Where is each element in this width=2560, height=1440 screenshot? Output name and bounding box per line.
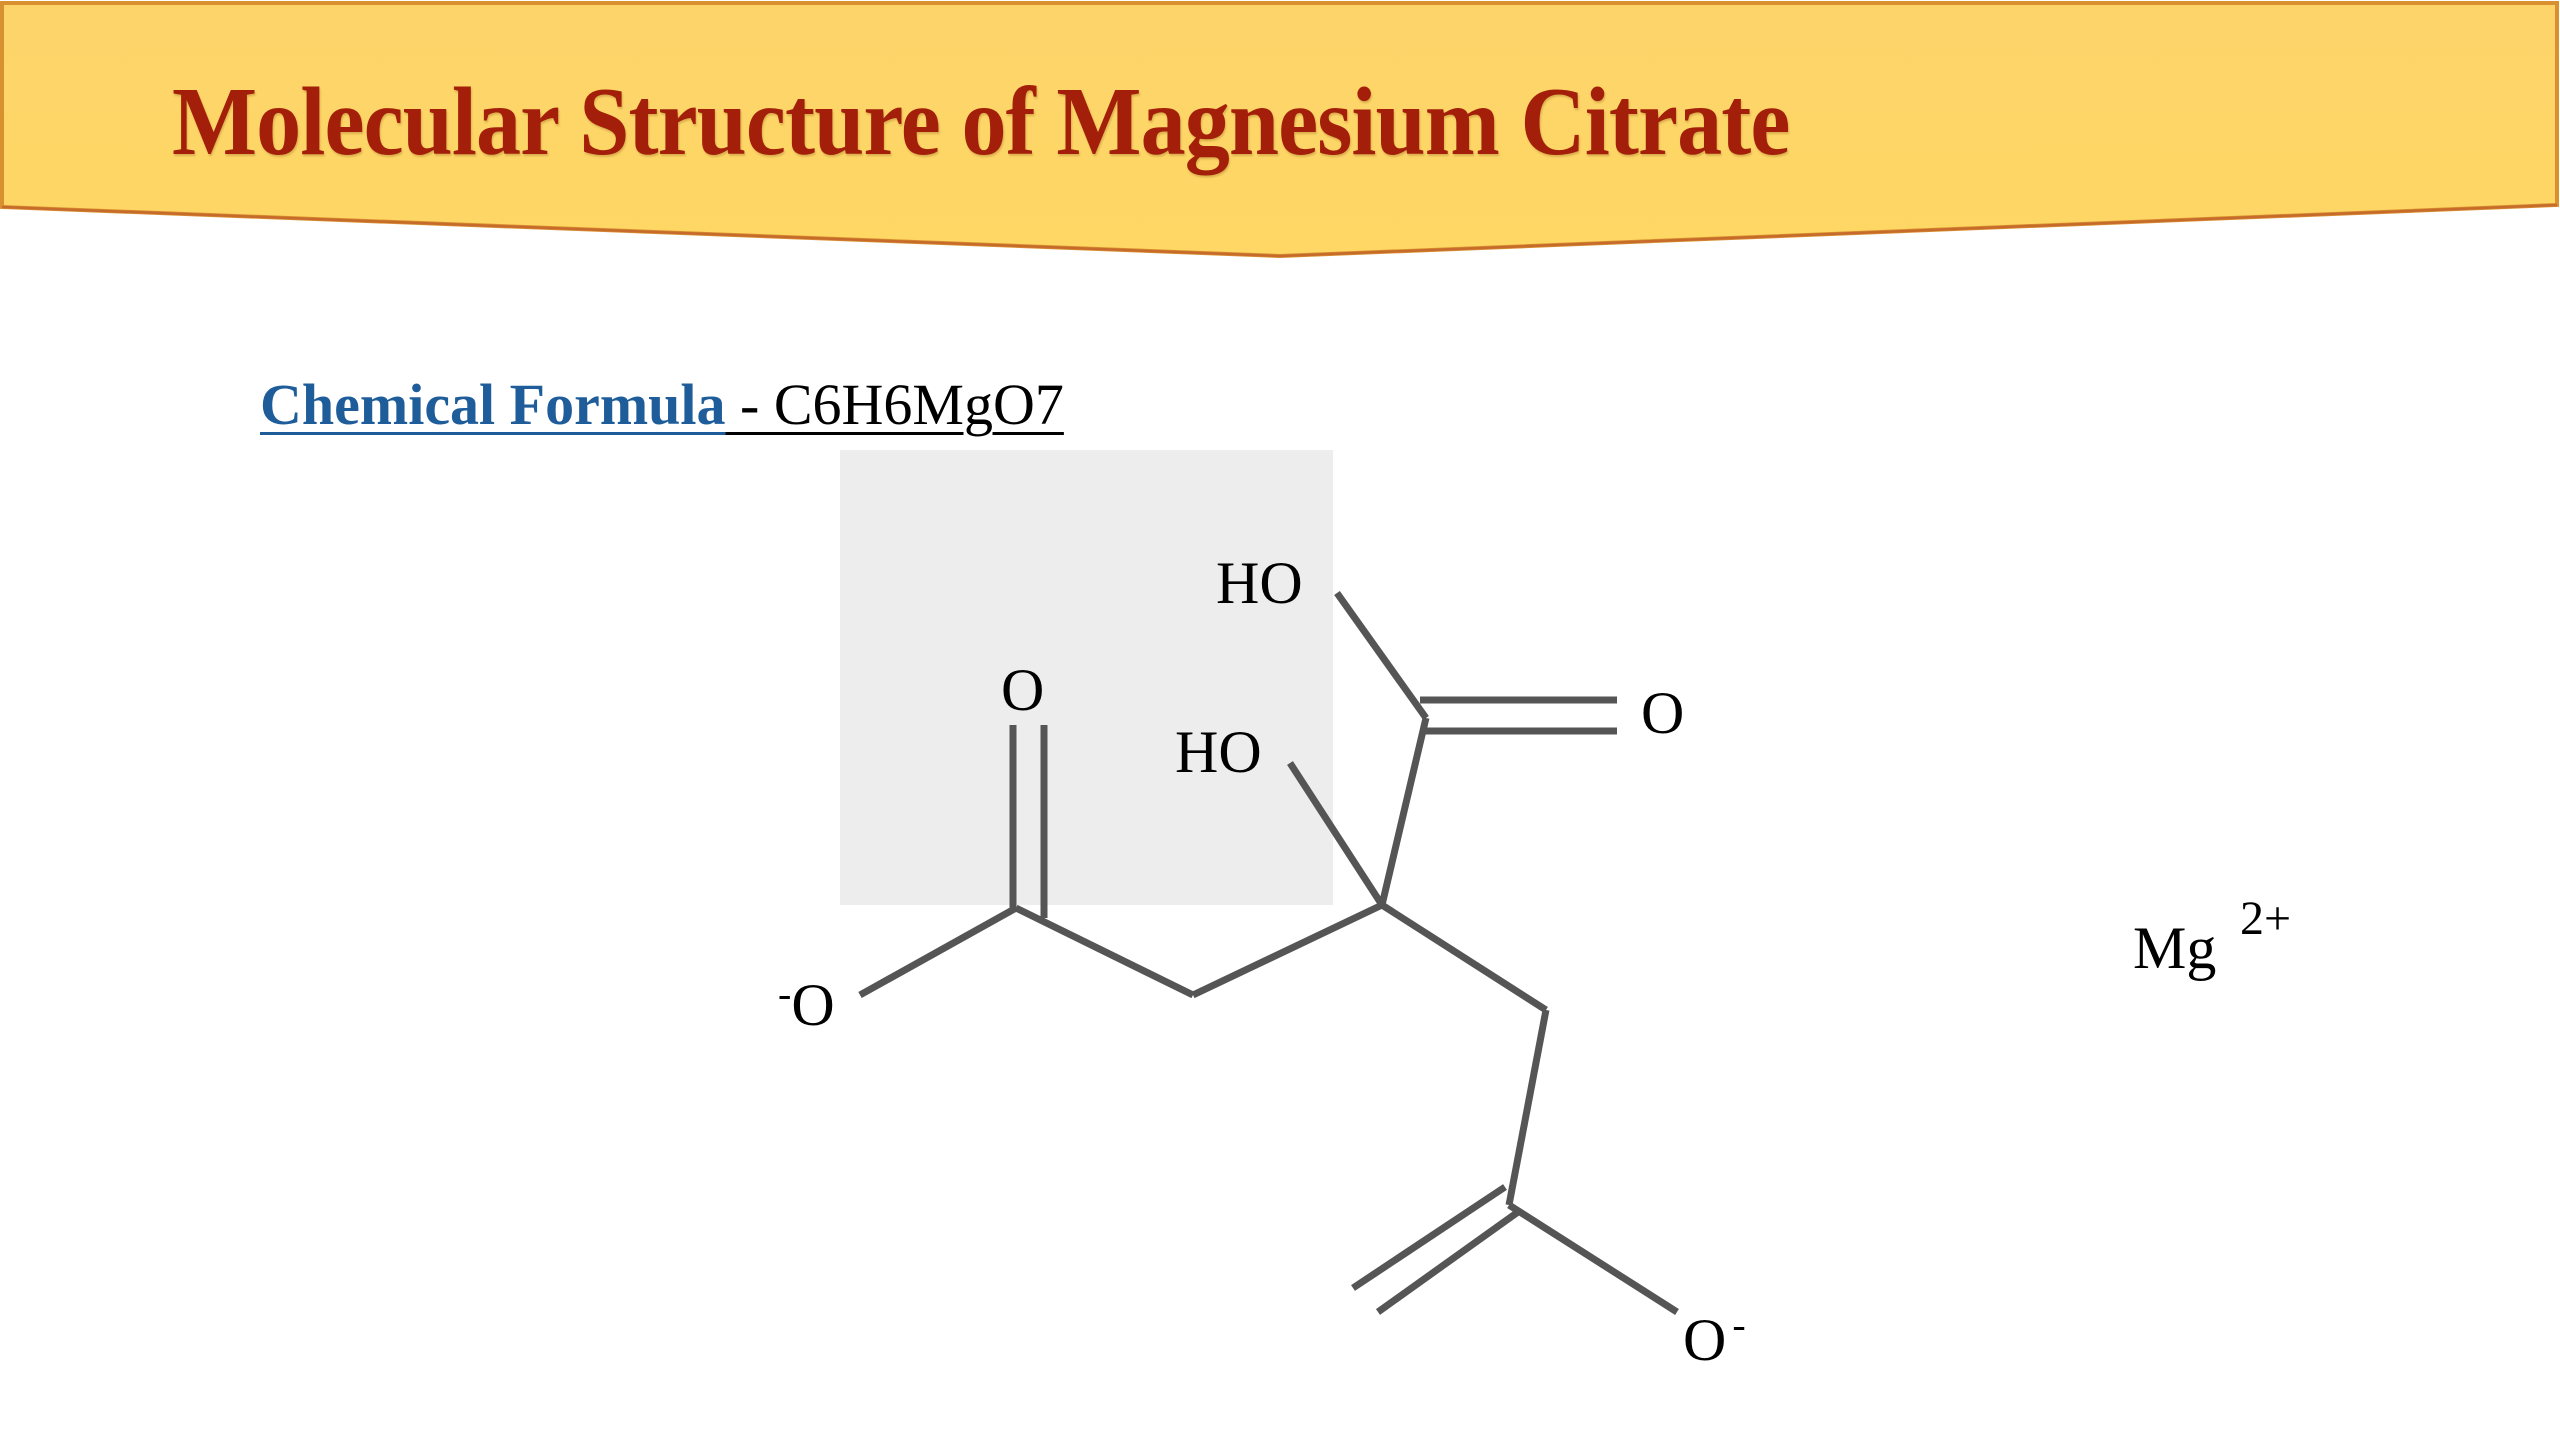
bond-left-carboxylate (858, 904, 1018, 999)
bond-left-c-ch2 (1014, 904, 1195, 999)
formula-value: - C6H6MgO7 (725, 372, 1064, 437)
bond-lower-carbonyl-a (1351, 1184, 1507, 1291)
bond-lower-carboxylate (1507, 1202, 1679, 1315)
atom-label-carbonyl-o-left: O (1001, 657, 1045, 723)
bond-ch2-central (1191, 901, 1384, 999)
chemical-formula-line: Chemical Formula - C6H6MgO7 (260, 370, 1064, 440)
atom-label-hydroxyl-top: HO (1216, 550, 1303, 616)
bond-lower-ch2-c (1505, 1009, 1550, 1206)
charge-negative-bottom: - (1732, 1302, 1746, 1347)
atom-label-carbonyl-o-right: O (1641, 680, 1685, 746)
bond-upper-hydroxyl (1334, 590, 1429, 721)
atom-label-carboxylate-bottom: O- (1683, 1302, 1746, 1377)
bond-central-upper-c (1378, 717, 1430, 906)
highlight-box (840, 450, 1333, 905)
atom-label-carboxylate-left: -O (778, 971, 835, 1042)
charge-negative-left: - (778, 971, 792, 1016)
atom-label-hydroxyl-center: HO (1175, 719, 1262, 785)
counter-ion-charge: 2+ (2240, 892, 2292, 945)
oxygen-left: O (791, 972, 835, 1038)
counter-ion-symbol: Mg (2133, 915, 2217, 981)
formula-label: Chemical Formula (260, 372, 726, 437)
bond-lower-carbonyl-b (1375, 1209, 1521, 1315)
bond-central-lower-ch2 (1380, 902, 1548, 1013)
slide-title: Molecular Structure of Magnesium Citrate (172, 68, 1790, 176)
oxygen-bottom: O (1683, 1307, 1727, 1373)
title-banner (0, 1, 2559, 259)
